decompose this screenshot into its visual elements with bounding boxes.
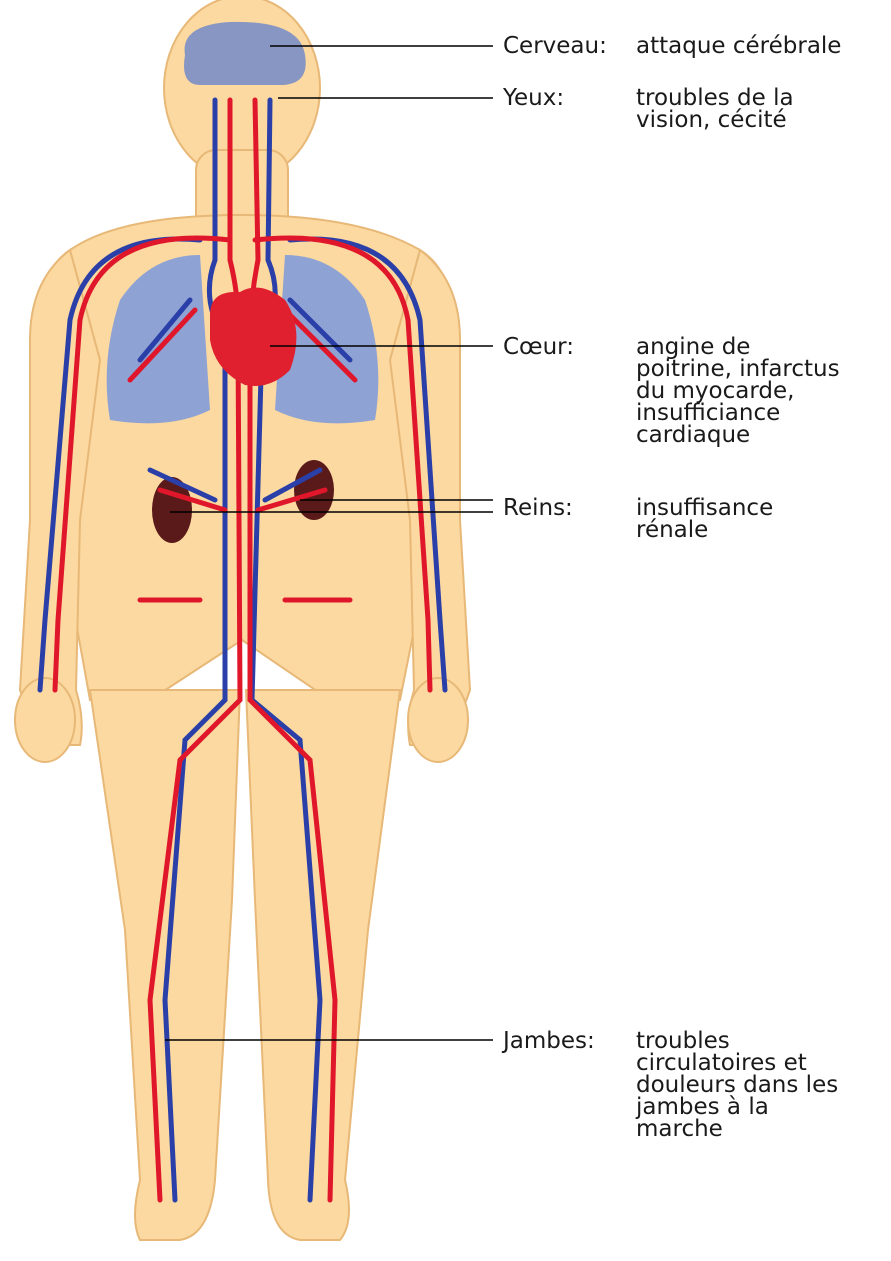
right-hand xyxy=(15,678,75,762)
torso xyxy=(40,215,452,700)
organ-label-eyes: Yeux: xyxy=(503,87,564,109)
description-legs: troubles circulatoires et douleurs dans … xyxy=(636,1030,838,1140)
right-leg xyxy=(90,690,240,1240)
left-hand xyxy=(408,678,468,762)
description-brain: attaque cérébrale xyxy=(636,35,841,57)
left-leg xyxy=(246,690,400,1240)
description-heart: angine de poitrine, infarctus du myocard… xyxy=(636,336,840,446)
organ-label-legs: Jambes: xyxy=(503,1030,595,1052)
organ-label-heart: Cœur: xyxy=(503,336,574,358)
organ-label-brain: Cerveau: xyxy=(503,35,607,57)
left-kidney xyxy=(294,460,334,520)
human-body-silhouette xyxy=(15,0,470,1240)
description-eyes: troubles de la vision, cécité xyxy=(636,87,794,131)
organ-label-kidneys: Reins: xyxy=(503,497,573,519)
description-kidneys: insuffisance rénale xyxy=(636,497,773,541)
brain xyxy=(184,22,306,85)
